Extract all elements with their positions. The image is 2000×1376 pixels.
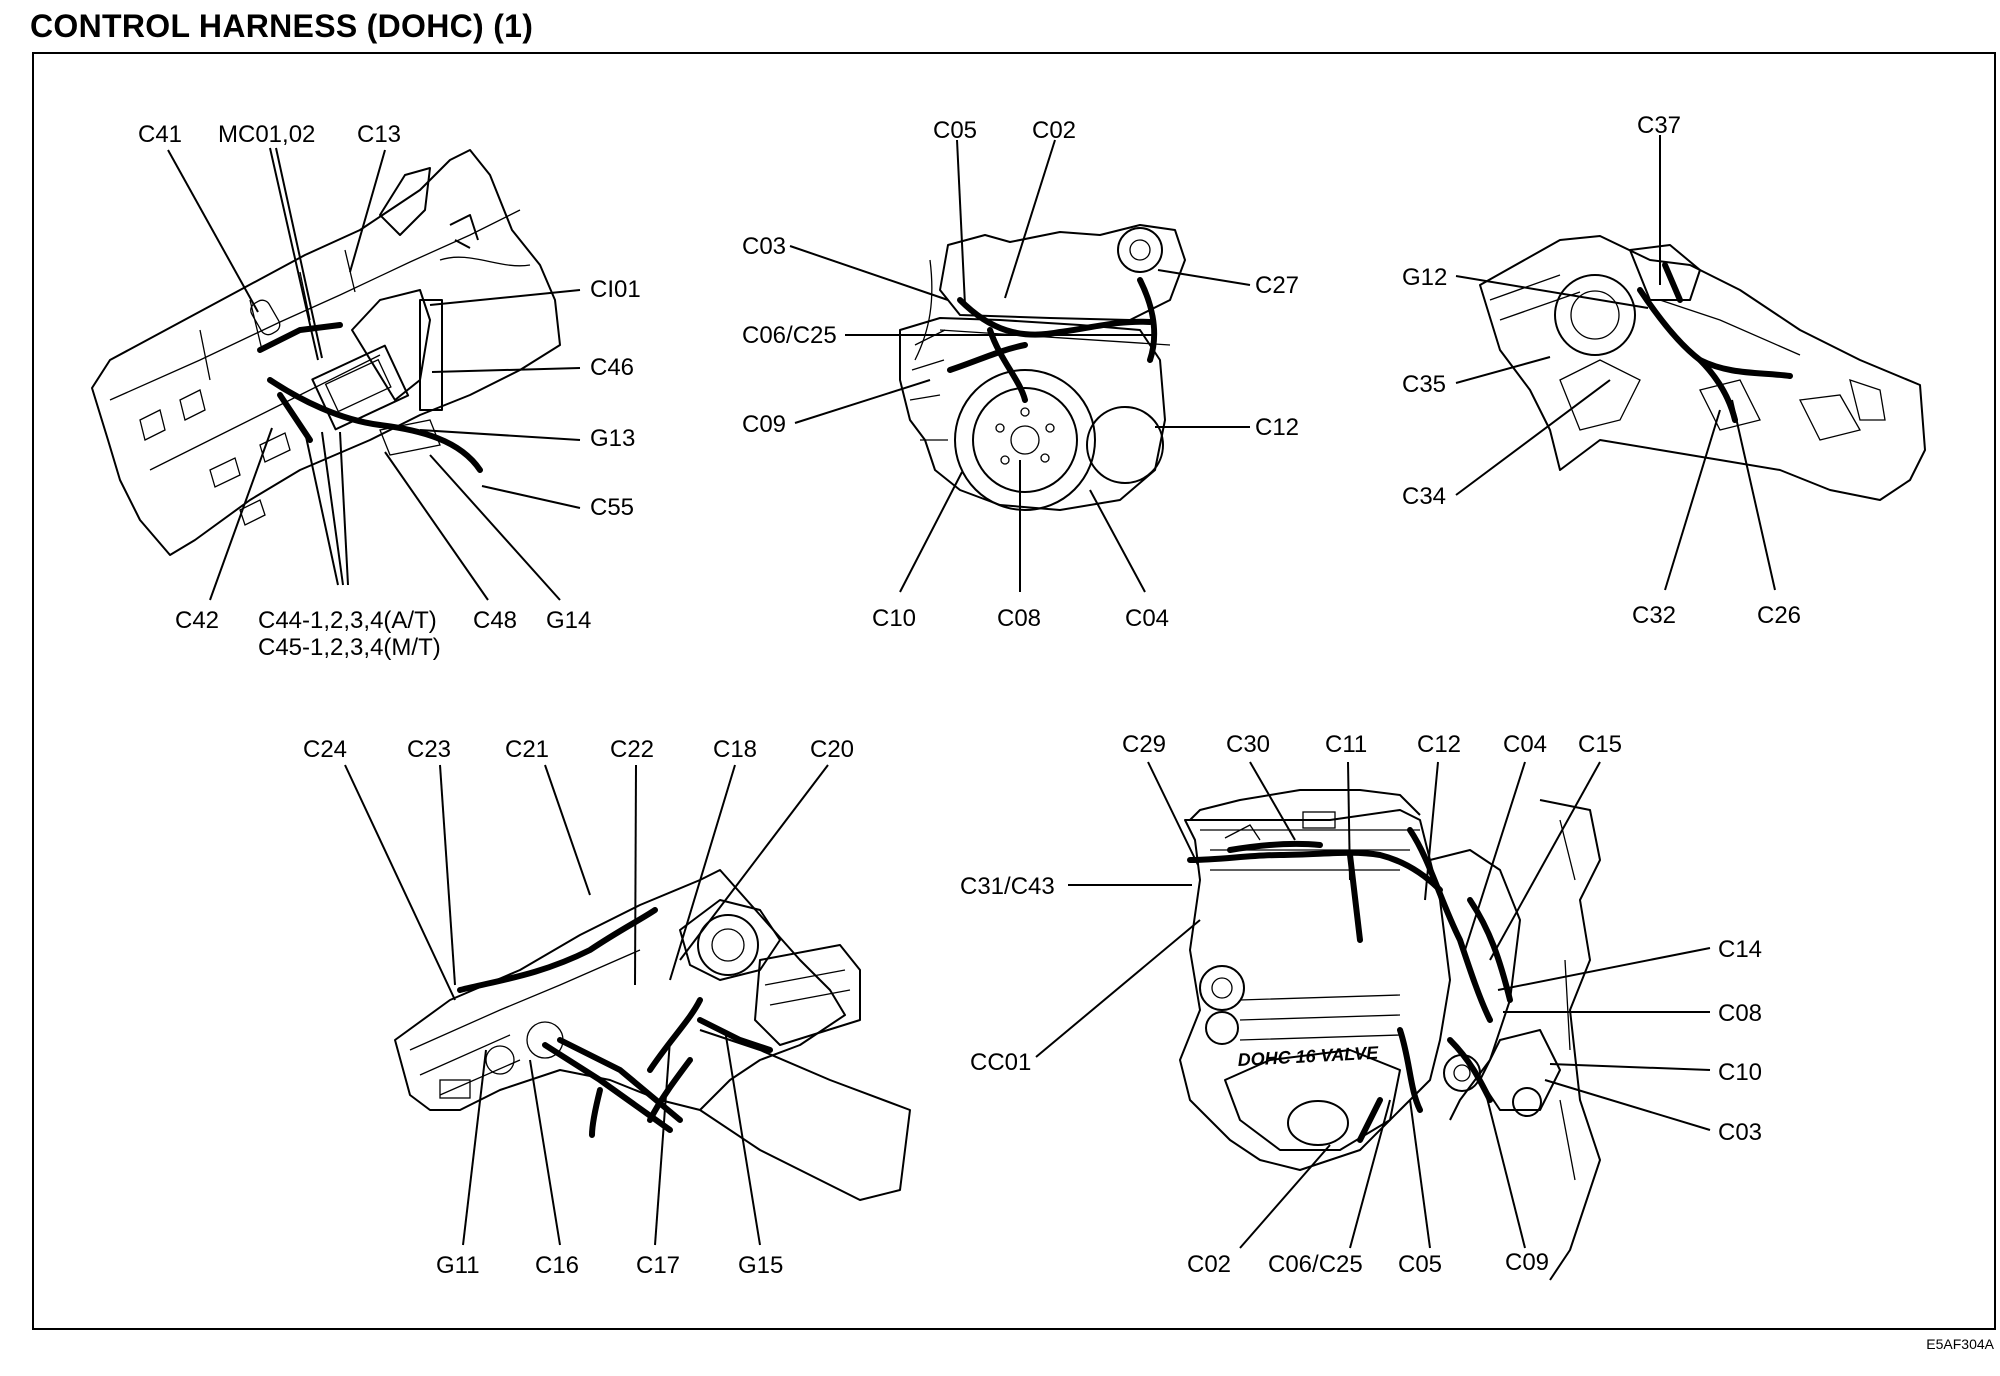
label-c02: C02 <box>1032 117 1076 144</box>
dash-right-drawing <box>1479 235 1926 501</box>
engine-cover-text: DOHC 16 VALVE <box>1237 1043 1380 1070</box>
label-g14: G14 <box>546 607 591 634</box>
panel-dash-right: C37 G12 C35 C34 C32 C26 <box>1402 112 1926 629</box>
label-c22: C22 <box>610 736 654 763</box>
label-c35: C35 <box>1402 371 1446 398</box>
panel-transaxle-front: C05 C02 C03 C27 C06/C25 C09 C12 C10 C08 … <box>742 117 1299 632</box>
label-c37: C37 <box>1637 112 1681 139</box>
label-c11: C11 <box>1325 731 1367 758</box>
label-c23: C23 <box>407 736 451 763</box>
panel-engine-dohc: DOHC 16 VALVE C29 C30 C11 C12 C04 <box>960 731 1762 1281</box>
label-cc01: CC01 <box>970 1049 1031 1076</box>
label-c48: C48 <box>473 607 517 634</box>
label-c10-engine: C10 <box>1718 1059 1762 1086</box>
label-c02-engine: C02 <box>1187 1251 1231 1278</box>
label-c10: C10 <box>872 605 916 632</box>
engine-drawing: DOHC 16 VALVE <box>1179 789 1601 1281</box>
label-c12-engine: C12 <box>1417 731 1461 758</box>
panel-dash-left-leaders <box>167 147 581 601</box>
label-ci01: CI01 <box>590 276 641 303</box>
label-mc01-02: MC01,02 <box>218 121 315 148</box>
label-g13: G13 <box>590 425 635 452</box>
floor-drawing <box>394 869 911 1201</box>
label-c03-engine: C03 <box>1718 1119 1762 1146</box>
panel-transaxle-labels: C05 C02 C03 C27 C06/C25 C09 C12 C10 C08 … <box>742 117 1299 632</box>
label-g15: G15 <box>738 1252 783 1279</box>
panel-floor-labels: C24 C23 C21 C22 C18 C20 G11 C16 C17 G15 <box>303 736 854 1279</box>
label-c41: C41 <box>138 121 182 148</box>
label-c08-engine: C08 <box>1718 1000 1762 1027</box>
label-c14: C14 <box>1718 936 1762 963</box>
label-c32: C32 <box>1632 602 1676 629</box>
panel-dash-left-labels: C41 MC01,02 C13 CI01 C46 G13 C55 C42 C48… <box>138 121 641 661</box>
panel-front-floor: C24 C23 C21 C22 C18 C20 G11 C16 C17 G15 <box>303 736 911 1279</box>
label-c46: C46 <box>590 354 634 381</box>
label-c17: C17 <box>636 1252 680 1279</box>
label-c20: C20 <box>810 736 854 763</box>
label-c15: C15 <box>1578 731 1622 758</box>
page-title: CONTROL HARNESS (DOHC) (1) <box>30 8 534 44</box>
label-g12: G12 <box>1402 264 1447 291</box>
label-g11: G11 <box>436 1252 480 1279</box>
label-c08: C08 <box>997 605 1041 632</box>
panel-transaxle-leaders <box>789 139 1251 593</box>
dash-panel-drawing <box>91 149 561 556</box>
label-c03: C03 <box>742 233 786 260</box>
label-c06-c25-engine: C06/C25 <box>1268 1251 1363 1278</box>
label-c34: C34 <box>1402 483 1446 510</box>
label-c26: C26 <box>1757 602 1801 629</box>
label-c27: C27 <box>1255 272 1299 299</box>
label-c05-engine: C05 <box>1398 1251 1442 1278</box>
diagram-frame <box>32 52 1996 1330</box>
label-c04-engine: C04 <box>1503 731 1547 758</box>
label-c13: C13 <box>357 121 401 148</box>
panel-dash-right-labels: C37 G12 C35 C34 C32 C26 <box>1402 112 1801 629</box>
figure-code: E5AF304A <box>1926 1336 1994 1352</box>
panel-engine-labels: C29 C30 C11 C12 C04 C15 C31/C43 C14 C08 … <box>960 731 1762 1278</box>
label-c04: C04 <box>1125 605 1169 632</box>
panel-floor-leaders <box>344 764 829 1246</box>
label-c42: C42 <box>175 607 219 634</box>
label-c31-c43: C31/C43 <box>960 873 1055 900</box>
label-c09-engine: C09 <box>1505 1249 1549 1276</box>
panel-engine-leaders <box>1035 761 1711 1249</box>
label-c44: C44-1,2,3,4(A/T) <box>258 607 437 634</box>
label-c12: C12 <box>1255 414 1299 441</box>
label-c21: C21 <box>505 736 549 763</box>
label-c29: C29 <box>1122 731 1166 758</box>
transaxle-drawing <box>899 224 1186 511</box>
panel-dash-left: C41 MC01,02 C13 CI01 C46 G13 C55 C42 C48… <box>91 121 641 661</box>
label-c05: C05 <box>933 117 977 144</box>
label-c30: C30 <box>1226 731 1270 758</box>
panel-dash-right-leaders <box>1455 135 1776 591</box>
label-c24: C24 <box>303 736 347 763</box>
label-c06-c25: C06/C25 <box>742 322 837 349</box>
label-c45: C45-1,2,3,4(M/T) <box>258 634 441 661</box>
label-c55: C55 <box>590 494 634 521</box>
label-c18: C18 <box>713 736 757 763</box>
label-c09: C09 <box>742 411 786 438</box>
label-c16: C16 <box>535 1252 579 1279</box>
